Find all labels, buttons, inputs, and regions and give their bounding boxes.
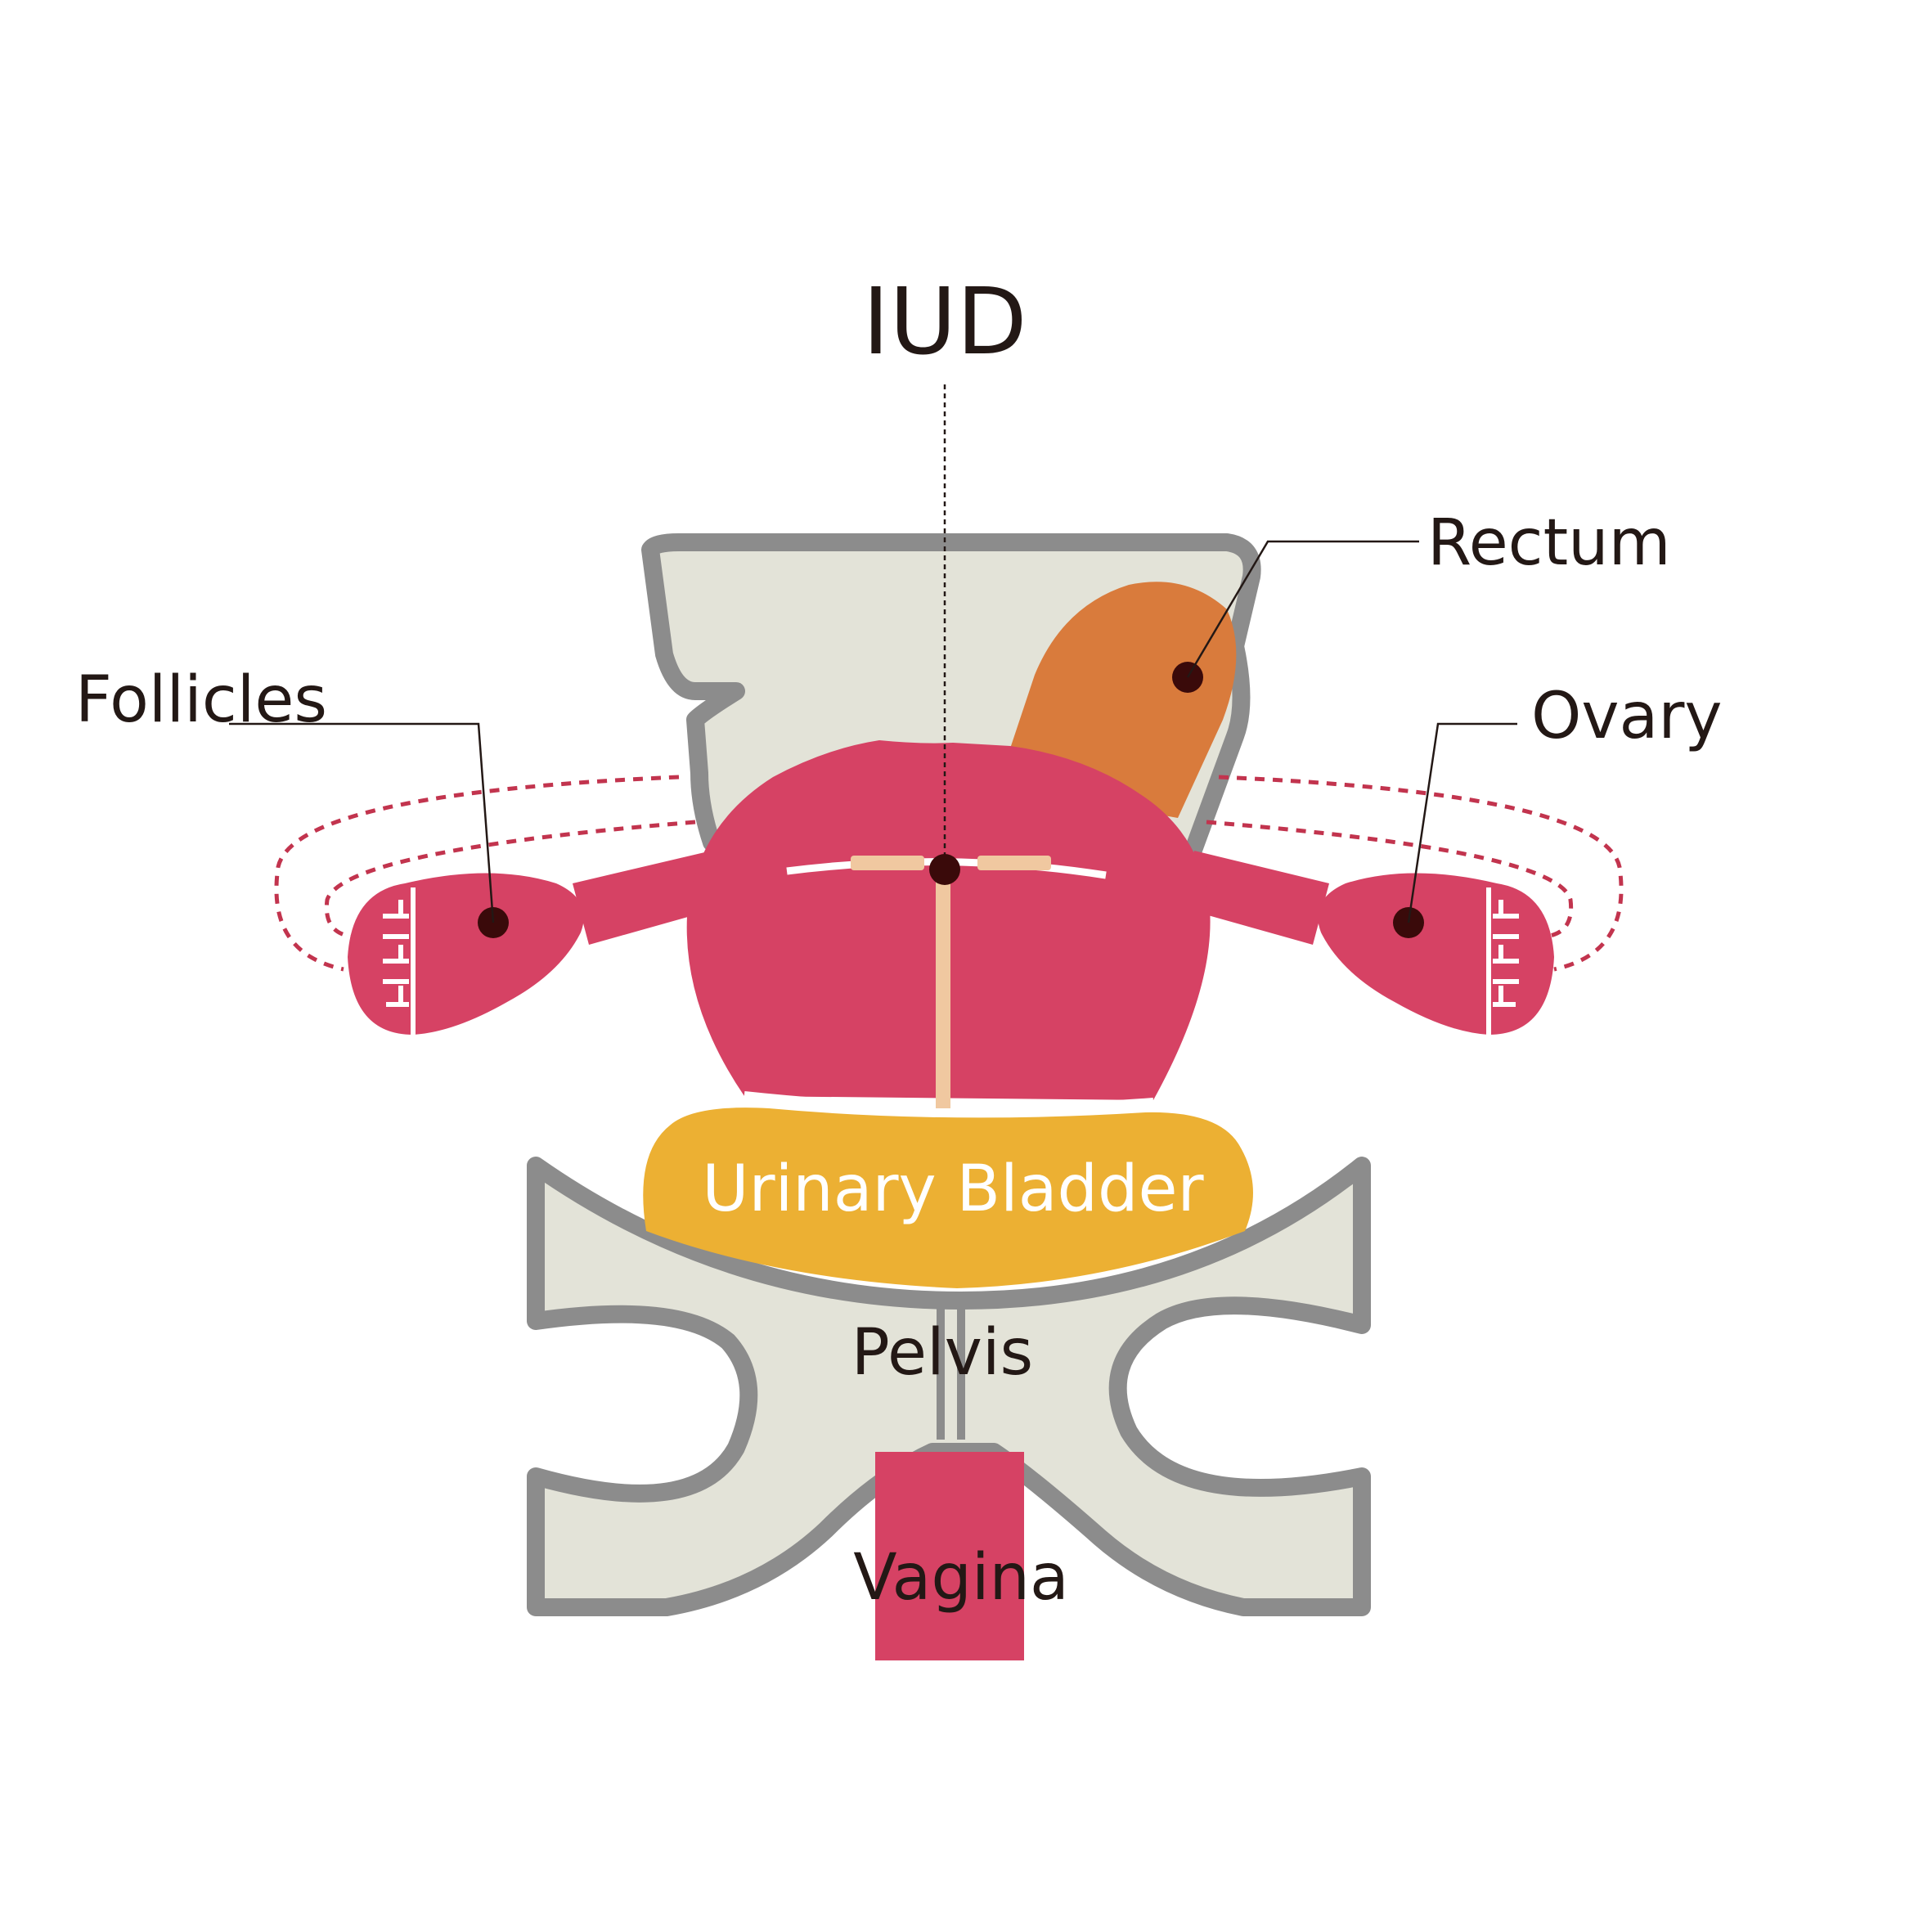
dashed-path-left-outer (274, 775, 680, 972)
vagina-label: Vagina (853, 1541, 1069, 1615)
dashed-path-right-outer (1218, 775, 1624, 972)
iud-device (786, 856, 1107, 1108)
pelvis-label: Pelvis (851, 1316, 1033, 1390)
follicles-label: Follicles (75, 663, 327, 737)
iud-label: IUD (862, 269, 1027, 375)
ovary-label: Ovary (1531, 680, 1723, 753)
vagina-shape (875, 1452, 1024, 1660)
fallopian-tube-right (1182, 851, 1329, 945)
follicles-leader-line (229, 722, 495, 923)
rectum-leader-line (1186, 540, 1419, 678)
follicle-fringe-left (383, 887, 416, 1035)
dashed-path-left-inner (324, 820, 696, 939)
urinary-bladder-shape (643, 1108, 1253, 1288)
ovary-right (1318, 873, 1554, 1035)
ovary-leader-line (1407, 722, 1517, 923)
dashed-path-right-inner (1206, 820, 1574, 939)
fallopian-tube-left (573, 851, 720, 945)
urinary-bladder-label: Urinary Bladder (702, 1152, 1204, 1226)
pelvis-bone (527, 1157, 1371, 1616)
rectum-label: Rectum (1427, 506, 1671, 580)
follicle-fringe-right (1486, 887, 1519, 1035)
iud-pointer-dot (929, 854, 960, 885)
ovary-left (348, 873, 584, 1035)
